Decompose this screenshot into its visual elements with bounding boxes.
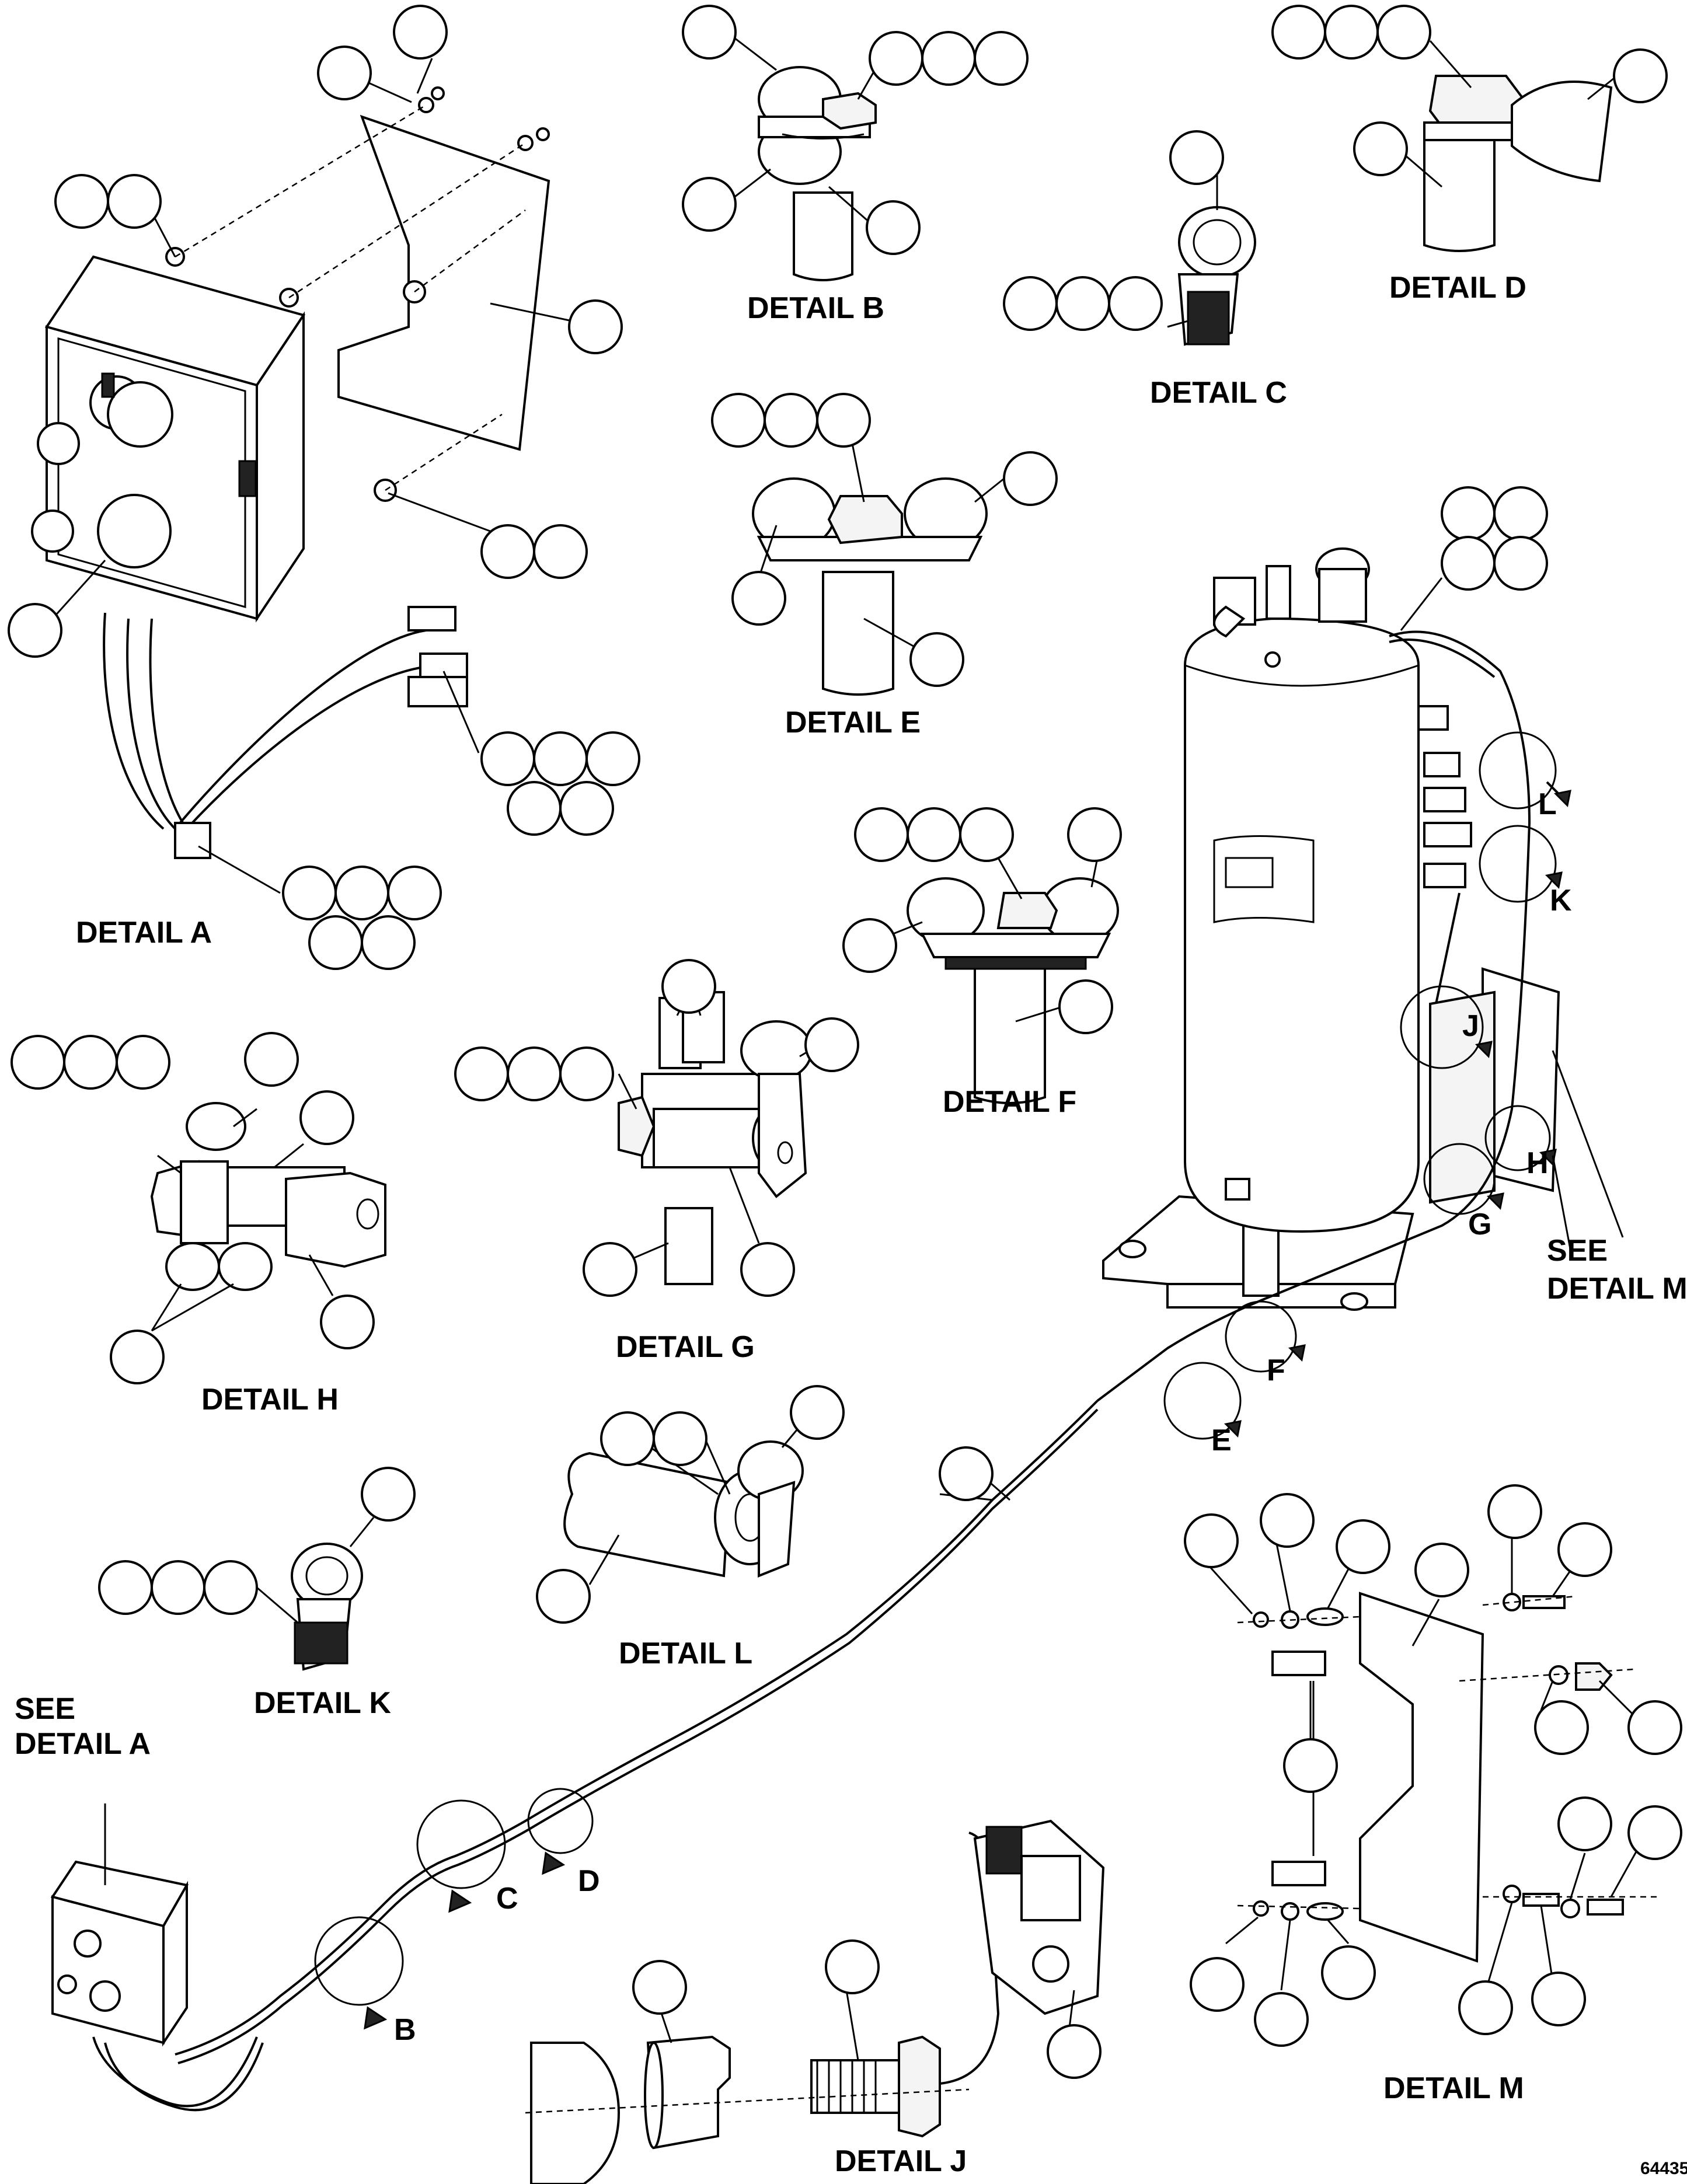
detail-j-drawing	[525, 1819, 1105, 2184]
main-harness-callout-bubbles	[939, 1446, 994, 1501]
see-detail-m-line1: SEE	[1547, 1234, 1608, 1268]
see-detail-a-line2: DETAIL A	[15, 1727, 151, 1761]
callout-g: G	[1468, 1208, 1491, 1241]
detail-g-drawing	[618, 986, 815, 1285]
callout-f: F	[1267, 1353, 1285, 1387]
detail-d-drawing	[1400, 40, 1618, 252]
detail-c-title: DETAIL C	[1150, 376, 1287, 410]
detail-l-drawing	[563, 1429, 804, 1585]
detail-k-drawing	[256, 1517, 375, 1671]
detail-h-drawing	[150, 1102, 386, 1332]
callout-d: D	[578, 1864, 600, 1898]
detail-b-callout-bubbles	[682, 5, 1029, 255]
callout-h: H	[1526, 1146, 1549, 1180]
detail-d-title: DETAIL D	[1389, 271, 1526, 305]
callout-e: E	[1211, 1424, 1232, 1457]
detail-j-callout-bubbles	[632, 1939, 1102, 2079]
detail-m-title: DETAIL M	[1383, 2071, 1524, 2105]
detail-g-title: DETAIL G	[616, 1330, 755, 1364]
callout-l: L	[1538, 787, 1557, 821]
figure-number: 64435	[1640, 2159, 1687, 2178]
detail-j-title: DETAIL J	[835, 2144, 967, 2178]
callout-b: B	[394, 2013, 416, 2047]
detail-k-title: DETAIL K	[254, 1686, 391, 1720]
detail-m-drawing	[1198, 1526, 1658, 1991]
detail-l-title: DETAIL L	[619, 1637, 752, 1670]
detail-b-title: DETAIL B	[747, 291, 884, 325]
detail-a-callout-bubbles	[8, 5, 640, 970]
main-harness-drawing	[50, 1400, 1099, 2112]
detail-c-drawing	[1167, 175, 1256, 346]
detail-e-title: DETAIL E	[785, 706, 921, 739]
detail-g-callout-bubbles	[454, 959, 859, 1297]
see-detail-a-line1: SEE	[15, 1692, 75, 1726]
detail-a-title: DETAIL A	[76, 916, 212, 950]
detail-a-drawing	[31, 58, 573, 894]
compressor-callout-bubbles	[1441, 486, 1548, 591]
detail-e-callout-bubbles	[711, 393, 1058, 687]
detail-b-drawing	[726, 31, 883, 281]
detail-f-drawing	[893, 857, 1119, 1104]
detail-k-callout-bubbles	[98, 1467, 416, 1615]
detail-m-callout-bubbles	[1184, 1484, 1682, 2047]
compressor-tank-drawing	[1096, 547, 1624, 1440]
detail-l-callout-bubbles	[536, 1385, 845, 1624]
detail-h-title: DETAIL H	[201, 1383, 339, 1417]
detail-d-callout-bubbles	[1271, 5, 1668, 176]
callout-k: K	[1550, 884, 1572, 917]
detail-e-drawing	[752, 443, 1005, 696]
detail-f-title: DETAIL F	[943, 1085, 1076, 1119]
detail-h-callout-bubbles	[11, 1032, 375, 1384]
callout-j: J	[1462, 1009, 1479, 1043]
detail-f-callout-bubbles	[842, 807, 1122, 1034]
see-detail-m-line2: DETAIL M	[1547, 1272, 1687, 1306]
callout-c: C	[496, 1882, 518, 1916]
detail-c-callout-bubbles	[1003, 130, 1224, 331]
